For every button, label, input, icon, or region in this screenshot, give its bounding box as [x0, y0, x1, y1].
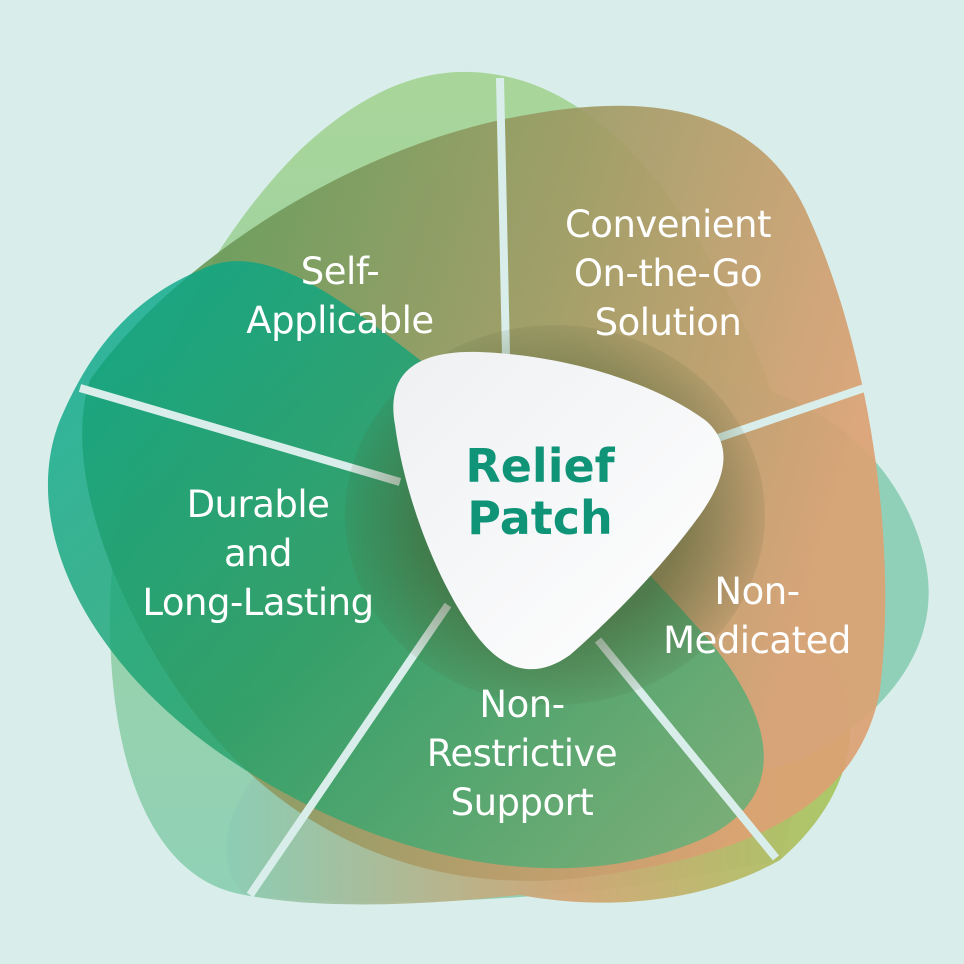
segment-line: On-the-Go [573, 252, 763, 295]
center-title-line2: Patch [467, 491, 613, 545]
segment-self-applicable: Self- Applicable [246, 247, 434, 345]
segment-line: Non- [714, 570, 800, 613]
divider-left [78, 384, 402, 486]
segment-line: Long-Lasting [142, 581, 374, 624]
segment-line: Applicable [246, 299, 434, 342]
segment-line: Support [450, 781, 594, 824]
segment-line: Self- [300, 250, 380, 293]
segment-durable: Durable and Long-Lasting [142, 480, 374, 627]
segment-line: Non- [479, 683, 565, 726]
segment-line: Medicated [663, 619, 851, 662]
divider-top [496, 77, 510, 356]
segment-non-medicated: Non- Medicated [663, 567, 851, 665]
segment-line: Solution [594, 301, 742, 344]
segment-non-restrictive: Non- Restrictive Support [426, 680, 618, 827]
segment-line: Restrictive [426, 732, 618, 775]
center-title: Relief Patch [465, 440, 614, 544]
segment-line: Durable [186, 483, 330, 526]
segment-convenient: Convenient On-the-Go Solution [564, 200, 772, 347]
center-patch [393, 351, 724, 670]
center-title-line1: Relief [465, 439, 615, 493]
segment-line: Convenient [564, 203, 772, 246]
segment-line: and [223, 532, 293, 575]
